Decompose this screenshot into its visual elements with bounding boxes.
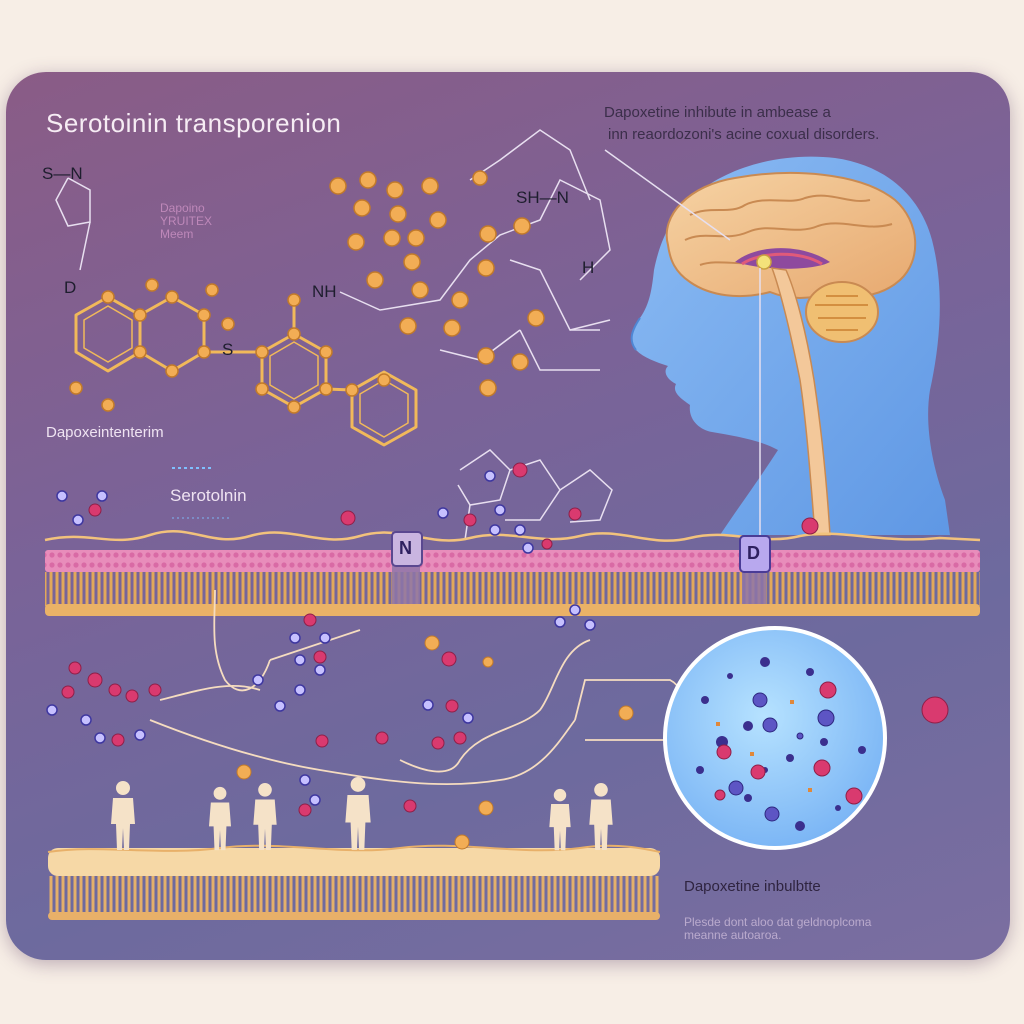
flow-lines [149, 589, 686, 786]
bottom-label: Dapoxetine inbulbtte [684, 878, 821, 895]
upper-membrane [44, 530, 981, 616]
chem-label-sh: SH—N [516, 188, 569, 207]
chem-label-d: D [64, 278, 77, 297]
transporter-label-right: D [747, 543, 760, 563]
brain-icon [665, 172, 917, 536]
transporter-box-right [739, 535, 771, 573]
person-icon [253, 782, 277, 851]
person-icon [111, 781, 135, 850]
magnifier-circle [663, 626, 887, 850]
person-icon [589, 782, 613, 851]
chemical-structures [74, 295, 418, 447]
callout-line-2: inn reaordozoni's acine coxual disorders… [608, 126, 880, 143]
lower-membrane [47, 844, 661, 920]
scattered-molecules [46, 462, 949, 850]
dapoxe-label: Dapoxeintenterim [46, 424, 164, 441]
chem-label-h: H [582, 258, 595, 277]
chem-label-nh: NH [312, 282, 337, 301]
diagram-title: Serotoinin transporenion [46, 108, 342, 138]
chem-label-s-n: S—N [42, 164, 83, 183]
person-icon [345, 777, 371, 850]
person-icon [209, 786, 231, 851]
nodes-orange [69, 170, 545, 414]
person-icon [549, 788, 571, 851]
faint-note: Plesde dont aloo dat geldnoplcoma meanne… [684, 915, 872, 942]
callout-pointer [604, 149, 731, 241]
chem-label-s: S [222, 340, 234, 359]
transporter-box-left [391, 531, 423, 567]
serotonin-label: Serotolnin [170, 486, 247, 505]
chem-small-label: Dapoino YRUITEX Meem [160, 201, 213, 241]
callout-line-1: Dapoxetine inhibute in ambease a [604, 104, 831, 121]
transporter-label-left: N [399, 538, 412, 558]
